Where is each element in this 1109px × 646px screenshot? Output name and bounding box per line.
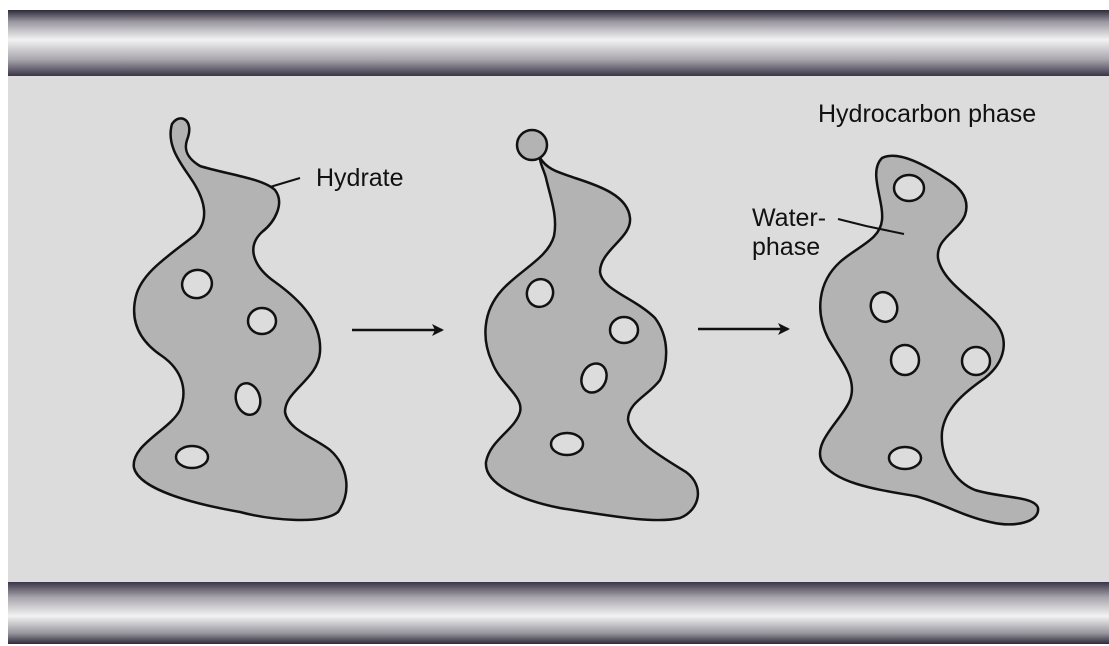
inclusion-circle — [176, 446, 208, 468]
inclusion-circle — [891, 345, 919, 375]
water-phase-label-line2: phase — [752, 234, 820, 260]
inclusion-circle — [610, 317, 638, 343]
pipe-wall-top — [8, 10, 1109, 76]
water-phase-label-line1: Water- — [752, 205, 826, 231]
hydrate-label: Hydrate — [316, 165, 404, 191]
inclusion-circle — [894, 175, 924, 201]
inclusion-circle — [962, 347, 990, 375]
hydrate-bead — [517, 130, 547, 160]
pipe-wall-bottom — [8, 582, 1109, 644]
hydrocarbon-phase-label: Hydrocarbon phase — [818, 101, 1036, 127]
inclusion-circle — [551, 433, 583, 455]
inclusion-circle — [248, 308, 276, 334]
inclusion-circle — [889, 447, 921, 469]
